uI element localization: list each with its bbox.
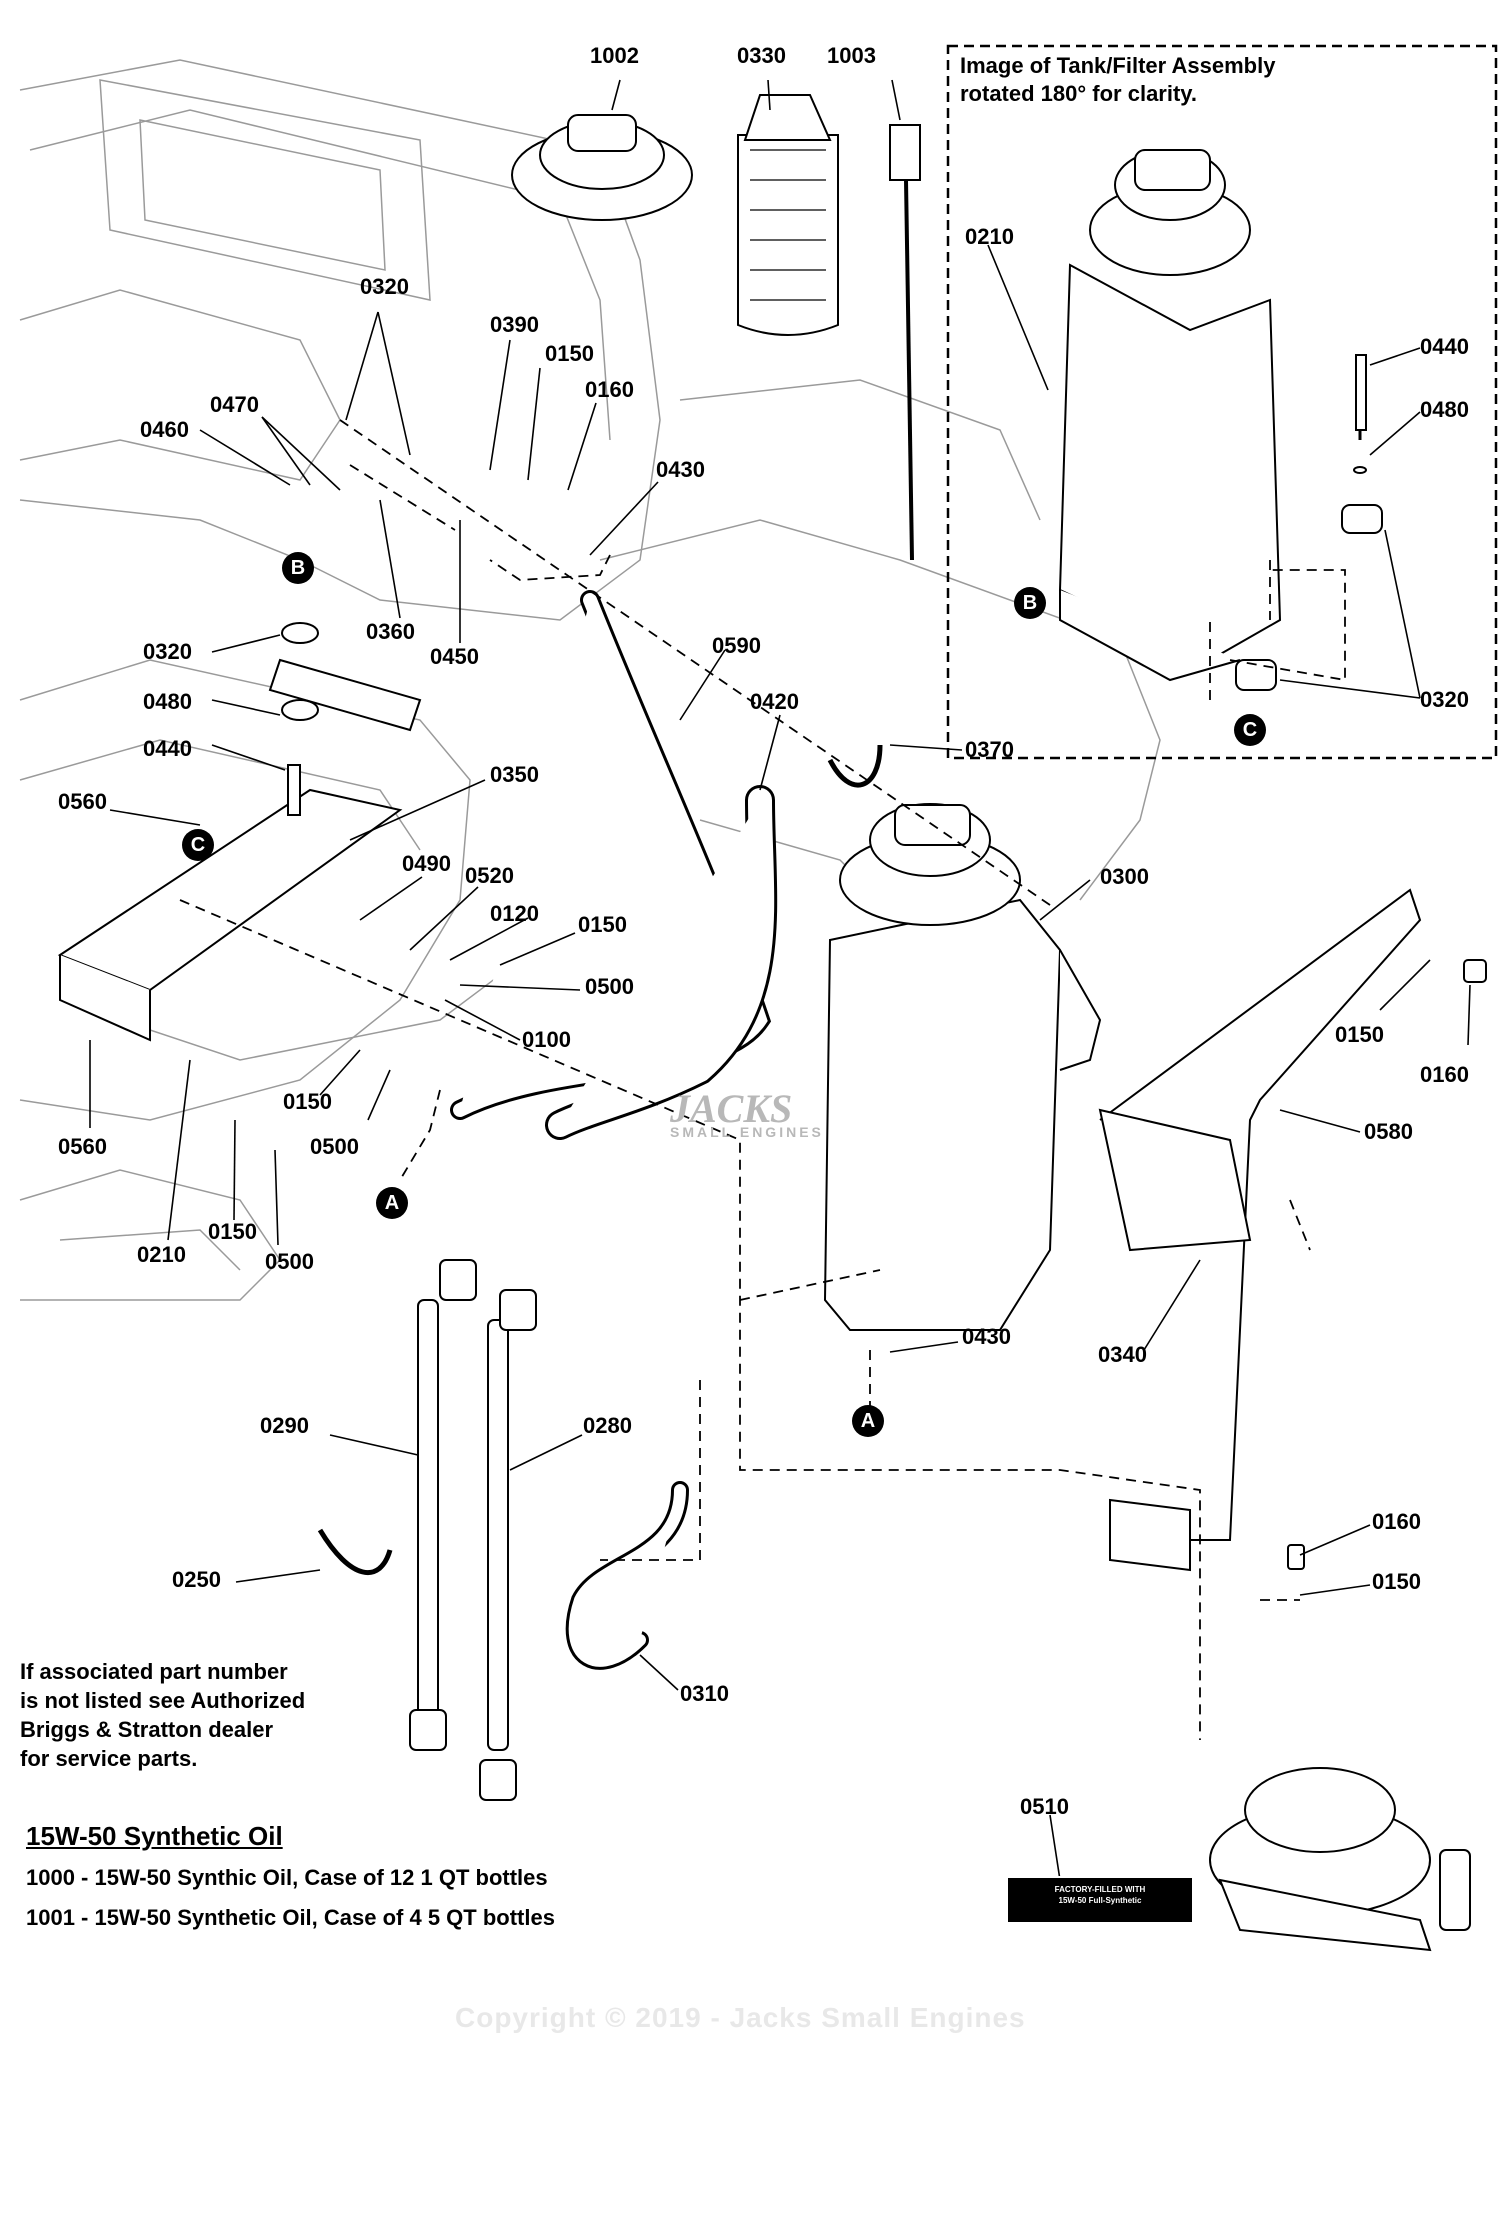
callout-1003: 1003 xyxy=(827,43,876,68)
callout-0320: 0320 xyxy=(143,639,192,664)
callout-0470: 0470 xyxy=(210,392,259,417)
callout-0440: 0440 xyxy=(143,736,192,761)
callout-0460: 0460 xyxy=(140,417,189,442)
callout-0500: 0500 xyxy=(265,1249,314,1274)
callout-0150: 0150 xyxy=(1335,1022,1384,1047)
watermark-logo-text: JACKS xyxy=(670,1086,793,1131)
inset-border xyxy=(946,44,1498,760)
callout-0160: 0160 xyxy=(585,377,634,402)
callout-0330: 0330 xyxy=(737,43,786,68)
callout-0160: 0160 xyxy=(1420,1062,1469,1087)
callout-0450: 0450 xyxy=(430,644,479,669)
callout-0480: 0480 xyxy=(143,689,192,714)
watermark-logo: JACKS SMALL ENGINES xyxy=(670,1085,824,1140)
callout-0500: 0500 xyxy=(585,974,634,999)
callout-0280: 0280 xyxy=(583,1413,632,1438)
callout-0290: 0290 xyxy=(260,1413,309,1438)
callout-0440: 0440 xyxy=(1420,334,1469,359)
ref-bubble-a: A xyxy=(852,1405,884,1437)
callout-0150: 0150 xyxy=(578,912,627,937)
callout-0250: 0250 xyxy=(172,1567,221,1592)
callout-0560: 0560 xyxy=(58,1134,107,1159)
copyright-watermark: Copyright © 2019 - Jacks Small Engines xyxy=(455,2002,1026,2033)
callout-0500: 0500 xyxy=(310,1134,359,1159)
callout-0360: 0360 xyxy=(366,619,415,644)
callout-0100: 0100 xyxy=(522,1027,571,1052)
decal-line-2: 15W-50 Full-Synthetic xyxy=(1058,1896,1142,1905)
callout-0560: 0560 xyxy=(58,789,107,814)
callout-0150: 0150 xyxy=(208,1219,257,1244)
ref-bubble-b: B xyxy=(1014,587,1046,619)
callout-0150: 0150 xyxy=(1372,1569,1421,1594)
callout-0150: 0150 xyxy=(545,341,594,366)
callout-0520: 0520 xyxy=(465,863,514,888)
callout-0390: 0390 xyxy=(490,312,539,337)
callout-0580: 0580 xyxy=(1364,1119,1413,1144)
inset-title: Image of Tank/Filter Assembly rotated 18… xyxy=(960,53,1276,106)
ref-bubble-c: C xyxy=(182,829,214,861)
callout-0430: 0430 xyxy=(656,457,705,482)
callout-0210: 0210 xyxy=(137,1242,186,1267)
callout-0350: 0350 xyxy=(490,762,539,787)
callout-0590: 0590 xyxy=(712,633,761,658)
ref-bubble-b: B xyxy=(282,552,314,584)
callout-0310: 0310 xyxy=(680,1681,729,1706)
callout-0160: 0160 xyxy=(1372,1509,1421,1534)
callout-0490: 0490 xyxy=(402,851,451,876)
callout-0120: 0120 xyxy=(490,901,539,926)
ref-bubble-a: A xyxy=(376,1187,408,1219)
parts-drawing xyxy=(57,94,1487,1952)
leader-lines xyxy=(89,79,1471,1881)
assembly-paths xyxy=(179,419,1346,1740)
callout-1002: 1002 xyxy=(590,43,639,68)
oil-decal: FACTORY-FILLED WITH 15W-50 Full-Syntheti… xyxy=(1006,1876,1194,1924)
callout-0510: 0510 xyxy=(1020,1794,1069,1819)
ref-bubble-c: C xyxy=(1234,714,1266,746)
callout-0320: 0320 xyxy=(360,274,409,299)
callout-0150: 0150 xyxy=(283,1089,332,1114)
watermark-logo-sub: SMALL ENGINES xyxy=(670,1124,824,1140)
dealer-note: If associated part number is not listed … xyxy=(20,1659,306,1771)
callout-0300: 0300 xyxy=(1100,864,1149,889)
oil-line-1000: 1000 - 15W-50 Synthic Oil, Case of 12 1 … xyxy=(26,1865,548,1890)
oil-line-1001: 1001 - 15W-50 Synthetic Oil, Case of 4 5… xyxy=(26,1905,555,1930)
callout-0370: 0370 xyxy=(965,737,1014,762)
callout-0340: 0340 xyxy=(1098,1342,1147,1367)
callout-0480: 0480 xyxy=(1420,397,1469,422)
decal-line-1: FACTORY-FILLED WITH xyxy=(1054,1885,1146,1894)
callout-0210: 0210 xyxy=(965,224,1014,249)
callout-0430: 0430 xyxy=(962,1324,1011,1349)
oil-heading: 15W-50 Synthetic Oil xyxy=(26,1821,283,1851)
callout-0320: 0320 xyxy=(1420,687,1469,712)
callout-0420: 0420 xyxy=(750,689,799,714)
